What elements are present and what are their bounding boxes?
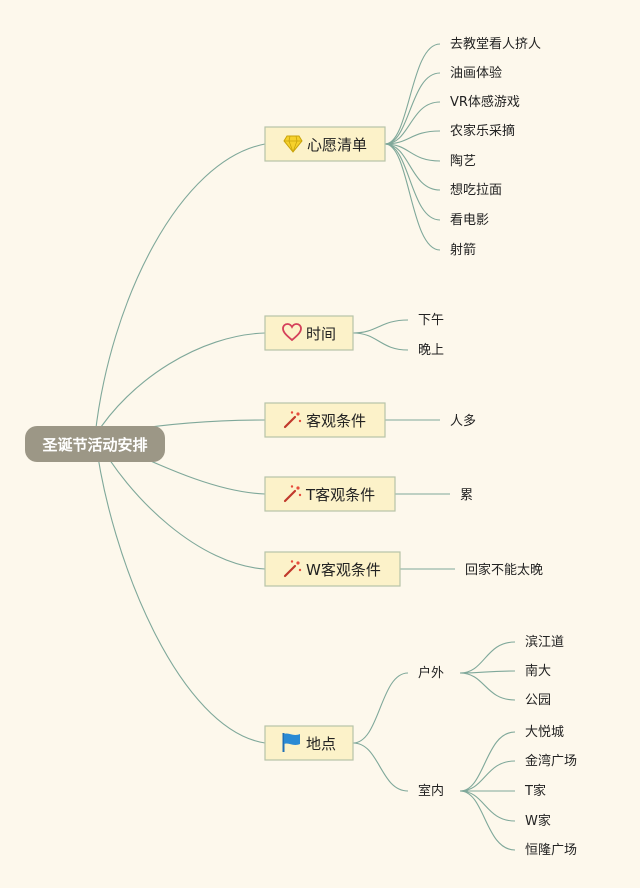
leaf-item[interactable]: W家 <box>525 813 551 829</box>
leaf-item[interactable]: 看电影 <box>450 212 489 228</box>
branch-label-wish-list: 心愿清单 <box>307 136 367 154</box>
branch-node-conditions[interactable]: 客观条件 <box>264 402 386 438</box>
magic-wand-icon <box>283 560 302 578</box>
branch-node-t-conditions[interactable]: T客观条件 <box>264 476 396 512</box>
magic-wand-icon <box>283 485 302 503</box>
leaf-item[interactable]: 金湾广场 <box>525 753 577 769</box>
leaf-item[interactable]: 陶艺 <box>450 153 476 169</box>
leaf-item[interactable]: 下午 <box>418 313 444 328</box>
leaf-item[interactable]: 大悦城 <box>525 725 564 740</box>
leaf-item[interactable]: 人多 <box>450 413 476 429</box>
heart-icon <box>282 323 302 342</box>
branch-label-conditions: 客观条件 <box>306 412 366 430</box>
branch-node-wish-list[interactable]: 心愿清单 <box>264 126 386 162</box>
leaf-item[interactable]: 油画体验 <box>450 65 502 81</box>
magic-wand-icon <box>283 411 302 429</box>
branch-node-location[interactable]: 地点 <box>264 725 354 761</box>
leaf-item[interactable]: 去教堂看人挤人 <box>450 36 541 52</box>
leaf-item[interactable]: 农家乐采摘 <box>450 123 515 139</box>
connector-lines <box>94 43 516 851</box>
branch-label-time: 时间 <box>306 325 336 343</box>
flag-icon <box>282 733 300 752</box>
leaf-item[interactable]: 南大 <box>525 663 551 679</box>
branch-label-t-conditions: T客观条件 <box>305 486 375 504</box>
leaf-item[interactable]: 射箭 <box>450 242 476 258</box>
leaf-item[interactable]: 想吃拉面 <box>450 182 502 198</box>
leaf-item[interactable]: 晚上 <box>418 343 444 358</box>
leaf-item[interactable]: VR体感游戏 <box>450 94 520 110</box>
branch-node-w-conditions[interactable]: W客观条件 <box>264 551 401 587</box>
branch-label-w-conditions: W客观条件 <box>306 561 381 579</box>
leaf-item[interactable]: T家 <box>524 783 546 799</box>
leaf-item[interactable]: 累 <box>460 488 473 503</box>
root-node[interactable]: 圣诞节活动安排 <box>25 426 165 462</box>
leaf-item[interactable]: 滨江道 <box>525 634 564 650</box>
branch-node-time[interactable]: 时间 <box>264 315 354 351</box>
leaf-item[interactable]: 公园 <box>525 693 551 708</box>
gem-icon <box>283 135 303 153</box>
leaf-item[interactable]: 回家不能太晚 <box>465 562 543 578</box>
leaf-item[interactable]: 恒隆广场 <box>525 843 577 858</box>
group-label-outdoor[interactable]: 户外 <box>418 665 444 681</box>
root-label: 圣诞节活动安排 <box>41 436 147 454</box>
branch-label-location: 地点 <box>306 735 336 753</box>
group-label-indoor[interactable]: 室内 <box>418 783 444 799</box>
